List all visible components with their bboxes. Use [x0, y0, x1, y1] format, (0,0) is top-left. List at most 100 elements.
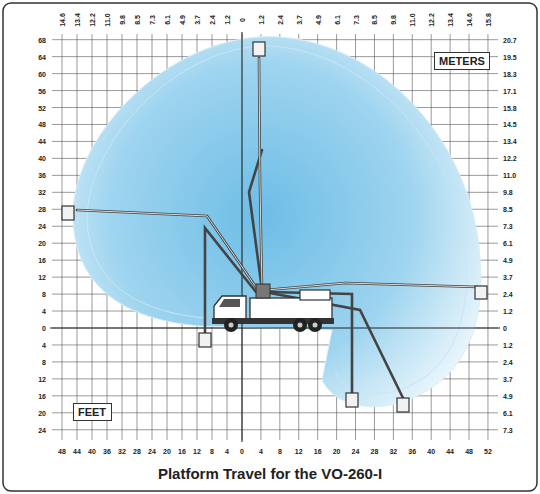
- feet-scale-number: 16: [178, 448, 186, 455]
- meter-scale-number: 4.9: [179, 15, 186, 25]
- meter-scale-number: 2.4: [276, 15, 283, 25]
- feet-scale-number: 12: [38, 274, 46, 281]
- meter-scale-number: 17.1: [503, 87, 517, 94]
- boom-horizontal-left: [77, 210, 258, 290]
- meter-scale-number: 14.6: [466, 13, 473, 27]
- feet-scale-number: 56: [38, 87, 46, 94]
- feet-scale-number: 36: [103, 448, 111, 455]
- feet-scale-number: 20: [163, 448, 171, 455]
- feet-scale-number: 36: [38, 172, 46, 179]
- meter-scale-number: 0: [239, 18, 246, 22]
- meter-scale-number: 8.5: [134, 15, 141, 25]
- meter-scale-number: 1.2: [257, 15, 264, 25]
- feet-scale-number: 12: [193, 448, 201, 455]
- meter-scale-number: 9.8: [119, 15, 126, 25]
- truck: [212, 284, 334, 332]
- meter-scale-number: 4.9: [503, 257, 513, 264]
- scale-unit-box: FEET: [73, 403, 112, 421]
- boom-down-left: [205, 228, 256, 333]
- boom-highlights: [77, 58, 478, 290]
- meter-scale-number: 6.1: [333, 15, 340, 25]
- feet-scale-number: 44: [73, 448, 81, 455]
- feet-scale-number: 8: [278, 448, 282, 455]
- meter-scale-number: 20.7: [503, 36, 517, 43]
- feet-scale-number: 52: [38, 104, 46, 111]
- feet-scale-number: 20: [38, 409, 46, 416]
- feet-scale-number: 32: [118, 448, 126, 455]
- feet-scale-number: 40: [38, 155, 46, 162]
- meter-scale-number: 1.2: [503, 341, 513, 348]
- feet-scale-number: 40: [88, 448, 96, 455]
- feet-scale-number: 20: [333, 448, 341, 455]
- outer-frame: [3, 3, 537, 491]
- meter-scale-number: 3.7: [295, 15, 302, 25]
- meter-scale-number: 11.0: [503, 172, 516, 179]
- feet-scale-number: 0: [240, 448, 244, 455]
- meter-scale-number: 18.3: [503, 70, 517, 77]
- feet-scale-number: 28: [133, 448, 141, 455]
- boom-horizontal-right: [266, 283, 478, 290]
- feet-scale-number: 24: [352, 448, 360, 455]
- boom-vertical: [259, 58, 262, 290]
- feet-scale-number: 16: [38, 257, 46, 264]
- feet-scale-number: 44: [38, 138, 46, 145]
- meter-scale-number: 1.2: [503, 308, 513, 315]
- feet-scale-number: 24: [148, 448, 156, 455]
- travel-envelope: [73, 37, 481, 407]
- meter-scale-number: 9.8: [503, 189, 513, 196]
- feet-scale-number: 48: [38, 121, 46, 128]
- grid-line: [52, 412, 498, 413]
- feet-scale-number: 60: [38, 70, 46, 77]
- meter-scale-number: 3.7: [194, 15, 201, 25]
- meter-scale-number: 3.7: [503, 375, 513, 382]
- meter-scale-number: 8.5: [371, 15, 378, 25]
- chart-caption: Platform Travel for the VO-260-I: [158, 466, 382, 481]
- grid-line: [52, 429, 498, 430]
- grid: [52, 34, 498, 440]
- platform-buckets: [62, 42, 487, 412]
- meter-scale-number: 13.4: [503, 138, 517, 145]
- feet-scale-number: 8: [42, 358, 46, 365]
- meter-scale-number: 6.1: [164, 15, 171, 25]
- feet-scale-number: 4: [259, 448, 263, 455]
- meter-scale-number: 11.0: [104, 13, 111, 26]
- grid-line: [52, 395, 498, 396]
- meter-scale-number: 13.4: [74, 13, 81, 27]
- meter-scale-number: 12.2: [89, 13, 96, 27]
- meter-scale-number: 2.4: [209, 15, 216, 25]
- meter-scale-number: 15.8: [503, 104, 517, 111]
- unit-label: FEET: [78, 407, 106, 418]
- feet-scale-number: 4: [42, 341, 46, 348]
- feet-scale-number: 48: [465, 448, 473, 455]
- feet-scale-number: 0: [42, 325, 46, 332]
- feet-scale-number: 24: [38, 426, 46, 433]
- feet-scale-number: 32: [38, 189, 46, 196]
- meter-scale-number: 4.9: [314, 15, 321, 25]
- meter-scale-number: 14.6: [59, 13, 66, 27]
- meter-scale-number: 12.2: [428, 13, 435, 27]
- feet-scale-number: 28: [371, 448, 379, 455]
- feet-scale-number: 44: [446, 448, 454, 455]
- meter-scale-number: 0: [503, 325, 507, 332]
- feet-scale-number: 12: [38, 375, 46, 382]
- meter-scale-number: 7.3: [503, 223, 513, 230]
- meter-scale-number: 13.4: [447, 13, 454, 27]
- meter-scale-number: 7.3: [149, 15, 156, 25]
- feet-scale-number: 16: [38, 392, 46, 399]
- meter-scale-number: 14.5: [503, 121, 517, 128]
- meter-scale-number: 19.5: [503, 53, 517, 60]
- feet-scale-number: 48: [58, 448, 66, 455]
- zero-axes: [50, 32, 500, 442]
- feet-scale-number: 64: [38, 53, 46, 60]
- meter-scale-number: 6.1: [503, 409, 513, 416]
- feet-scale-number: 20: [38, 240, 46, 247]
- meter-scale-number: 7.3: [503, 426, 513, 433]
- meter-scale-number: 2.4: [503, 291, 513, 298]
- feet-scale-number: 4: [42, 308, 46, 315]
- meter-scale-number: 2.4: [503, 358, 513, 365]
- feet-scale-number: 40: [427, 448, 435, 455]
- scale-unit-box: METERS: [434, 52, 490, 70]
- meter-scale-number: 12.2: [503, 155, 517, 162]
- feet-scale-number: 68: [38, 36, 46, 43]
